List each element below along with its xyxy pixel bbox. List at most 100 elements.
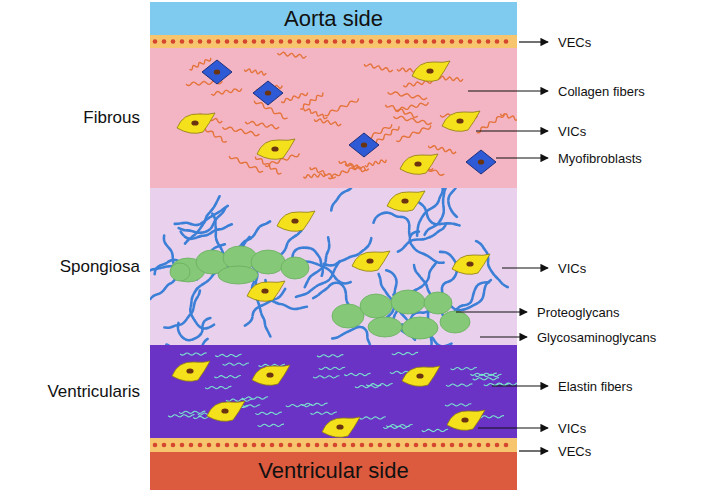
proteoglycan bbox=[368, 317, 402, 337]
leader-lines bbox=[456, 42, 548, 451]
vec-dot bbox=[387, 443, 392, 448]
elastin-fiber bbox=[450, 367, 476, 369]
proteoglycan bbox=[281, 257, 309, 279]
proteoglycan bbox=[251, 250, 285, 274]
elastin-fiber bbox=[168, 415, 194, 417]
vec-dot bbox=[270, 39, 275, 44]
myofibroblast bbox=[253, 81, 283, 105]
collagen-fiber bbox=[281, 92, 307, 102]
vic-cell bbox=[252, 365, 290, 385]
part-label: VECs bbox=[558, 444, 591, 459]
vec-dot bbox=[495, 39, 500, 44]
elastin-fiber bbox=[313, 376, 339, 378]
vec-dot bbox=[279, 443, 284, 448]
vec-dot bbox=[243, 443, 248, 448]
vec-dot bbox=[423, 39, 428, 44]
vec-dot bbox=[288, 443, 293, 448]
vec-dot bbox=[297, 443, 302, 448]
ventricular-band bbox=[150, 452, 517, 490]
vec-dot bbox=[414, 443, 419, 448]
collagen-fiber bbox=[364, 64, 393, 72]
elastin-fiber bbox=[383, 426, 409, 428]
vec-dot bbox=[171, 443, 176, 448]
vec-dot bbox=[432, 39, 437, 44]
part-label: Proteoglycans bbox=[537, 305, 619, 320]
collagen-fiber bbox=[477, 113, 504, 132]
elastin-fiber bbox=[242, 397, 268, 399]
vec-dot bbox=[162, 443, 167, 448]
part-label: VICs bbox=[558, 421, 586, 436]
collagen-fibers bbox=[186, 52, 517, 178]
elastin-fiber bbox=[392, 352, 418, 354]
vec-dot bbox=[414, 39, 419, 44]
vec-dot bbox=[423, 443, 428, 448]
elastin-fiber bbox=[446, 384, 472, 386]
collagen-fiber bbox=[373, 126, 399, 144]
collagen-fiber bbox=[229, 156, 263, 172]
elastin-fiber bbox=[301, 403, 327, 405]
vec-dot bbox=[450, 39, 455, 44]
vic-cell bbox=[352, 251, 390, 271]
vec-dot bbox=[315, 443, 320, 448]
gag-fiber bbox=[440, 252, 457, 293]
leader-arrow bbox=[480, 336, 527, 337]
vic-cell bbox=[277, 211, 315, 231]
layer-name: Ventricularis bbox=[47, 382, 140, 402]
vec-dot bbox=[162, 39, 167, 44]
vec-dot bbox=[360, 443, 365, 448]
leader-arrow bbox=[468, 90, 548, 91]
elastin-fiber bbox=[319, 367, 345, 369]
elastin-fiber bbox=[205, 386, 231, 388]
vic-cell bbox=[177, 113, 215, 133]
vec-dot bbox=[333, 443, 338, 448]
gag-fiber bbox=[332, 327, 370, 345]
vec-dot bbox=[396, 443, 401, 448]
vic-cell bbox=[257, 139, 295, 159]
vec-dot bbox=[378, 39, 383, 44]
valve-layer: Fibrous bbox=[150, 48, 517, 188]
leader-arrow bbox=[492, 385, 548, 386]
fibrous-layer bbox=[150, 48, 517, 188]
vic-cell bbox=[402, 366, 440, 386]
collagen-fiber bbox=[396, 126, 431, 142]
vec-dot bbox=[324, 39, 329, 44]
elastin-fiber bbox=[359, 417, 385, 419]
elastin-fiber bbox=[180, 353, 206, 355]
elastin-fiber bbox=[214, 376, 240, 378]
proteoglycan bbox=[391, 290, 425, 314]
collagen-fiber bbox=[388, 92, 428, 100]
elastin-fiber bbox=[344, 373, 370, 375]
vec-dot bbox=[171, 39, 176, 44]
vic-cell bbox=[322, 417, 360, 437]
proteoglycan bbox=[440, 311, 470, 333]
collagen-fiber bbox=[303, 174, 325, 178]
part-label: VICs bbox=[558, 261, 586, 276]
cells bbox=[172, 60, 496, 437]
vec-dot bbox=[306, 443, 311, 448]
elastin-fiber bbox=[445, 404, 471, 406]
collagen-fiber bbox=[325, 98, 359, 115]
vec-dot bbox=[306, 39, 311, 44]
leader-arrow bbox=[456, 311, 527, 312]
vec-dot bbox=[504, 443, 509, 448]
vec-dot bbox=[504, 39, 509, 44]
vec-dot bbox=[333, 39, 338, 44]
vic-cell bbox=[207, 401, 245, 421]
vec-dot bbox=[369, 443, 374, 448]
vic-cell bbox=[247, 281, 285, 301]
ventricular-band: Ventricular side bbox=[150, 452, 517, 490]
vec-dot bbox=[189, 443, 194, 448]
ventricularis-layer bbox=[150, 345, 517, 438]
collagen-fiber bbox=[437, 76, 463, 81]
proteoglycan bbox=[424, 292, 452, 314]
vec-dot bbox=[369, 39, 374, 44]
vec-layer bbox=[150, 35, 517, 48]
leader-arrow bbox=[519, 41, 548, 42]
gag-fiber bbox=[181, 224, 233, 239]
elastin-fiber bbox=[223, 363, 249, 365]
collagen-fiber bbox=[500, 114, 517, 123]
elastin-fiber bbox=[215, 354, 241, 356]
collagen-fiber bbox=[395, 102, 428, 111]
myofibroblast bbox=[202, 60, 232, 84]
